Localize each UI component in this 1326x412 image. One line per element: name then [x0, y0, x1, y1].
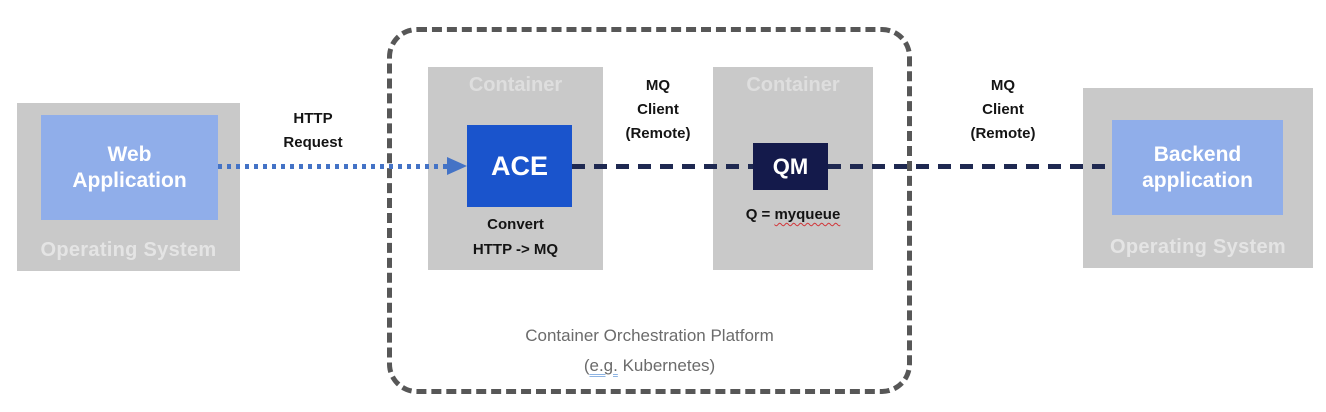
qm-queue-caption-prefix: Q = [745, 206, 775, 223]
footer-eg-text: e.g. [589, 356, 618, 375]
http-request-arrowhead-icon [447, 157, 467, 175]
qm-queue-name: myqueue [774, 206, 841, 223]
ace-convert-caption-line2: HTTP -> MQ [472, 241, 559, 258]
left-operating-system-box: Web Application Operating System [17, 103, 240, 271]
platform-footer-caption: Container Orchestration Platform (e.g. K… [387, 321, 912, 381]
mq-client-outer-line1: MQ [990, 77, 1016, 94]
qm-container-box: Container QM Q = myqueue [713, 67, 873, 270]
mq-client-outer-line2: Client [982, 101, 1024, 118]
mq-client-inner-line1: MQ [645, 77, 671, 94]
ace-container-label: Container [468, 74, 563, 96]
ace-convert-caption: Convert HTTP -> MQ [428, 212, 603, 262]
http-request-label-line1: HTTP [293, 110, 333, 127]
platform-footer-line2: (e.g. Kubernetes) [387, 351, 912, 381]
backend-application-label-line1: Backend [1153, 142, 1242, 166]
qm-container-label: Container [746, 74, 840, 96]
backend-application-box: Backend application [1112, 120, 1283, 215]
qm-node-box: QM [753, 143, 828, 190]
web-application-box: Web Application [41, 115, 218, 220]
mq-client-inner-line3: (Remote) [625, 125, 691, 142]
orchestration-platform-boundary [387, 27, 912, 394]
http-request-label-line2: Request [283, 134, 343, 151]
footer-open-paren: ( [583, 356, 590, 375]
left-os-label: Operating System [40, 239, 217, 261]
http-request-label: HTTP Request [253, 107, 373, 155]
mq-connector-ace-to-qm [572, 164, 753, 169]
ace-convert-caption-line1: Convert [487, 216, 544, 233]
web-application-label-line1: Web [107, 142, 152, 166]
qm-queue-caption: Q = myqueue [713, 202, 873, 227]
web-application-label-line2: Application [72, 168, 187, 192]
mq-client-remote-label-inner: MQ Client (Remote) [598, 74, 718, 146]
backend-application-label-line2: application [1142, 168, 1253, 192]
mq-client-remote-label-outer: MQ Client (Remote) [943, 74, 1063, 146]
mq-connector-qm-to-backend [828, 164, 1113, 169]
ace-node-box: ACE [467, 125, 572, 207]
right-operating-system-box: Backend application Operating System [1083, 88, 1313, 268]
mq-client-inner-line2: Client [637, 101, 679, 118]
mq-client-outer-line3: (Remote) [970, 125, 1036, 142]
right-os-label: Operating System [1110, 236, 1286, 258]
platform-footer-line1: Container Orchestration Platform [525, 326, 774, 345]
footer-kubernetes-text: Kubernetes) [617, 356, 716, 375]
http-request-arrow-line [218, 164, 448, 169]
